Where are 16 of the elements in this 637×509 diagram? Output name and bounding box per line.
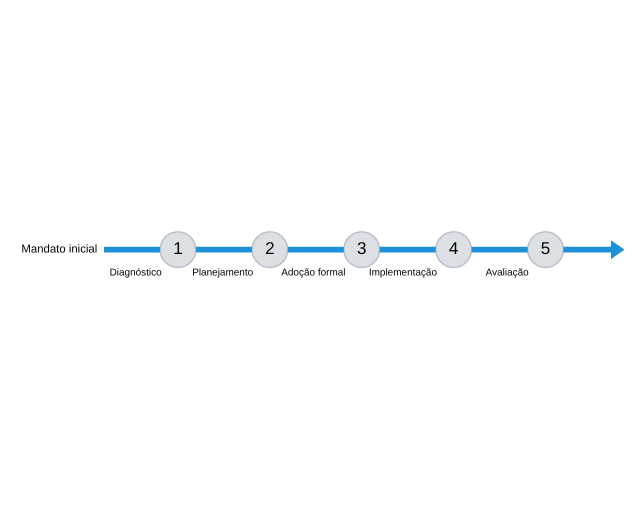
connector: [288, 246, 344, 252]
connector: [380, 246, 436, 252]
node-label: Adoção formal: [281, 266, 346, 278]
node-circle: 2: [251, 230, 288, 268]
node-label: Diagnóstico: [110, 266, 162, 278]
connector: [104, 246, 160, 252]
node-circle: 1: [159, 230, 196, 268]
node-label: Avaliação: [486, 266, 529, 278]
node-circle: 4: [435, 230, 472, 268]
node-circle: 3: [343, 230, 380, 268]
node-text: Mandato inicial: [21, 242, 98, 255]
connector: [196, 246, 252, 252]
node-label: Planejamento: [192, 266, 254, 278]
node-circle: 5: [527, 230, 564, 268]
node-label: Implementação: [368, 266, 438, 278]
connector: [472, 246, 528, 252]
